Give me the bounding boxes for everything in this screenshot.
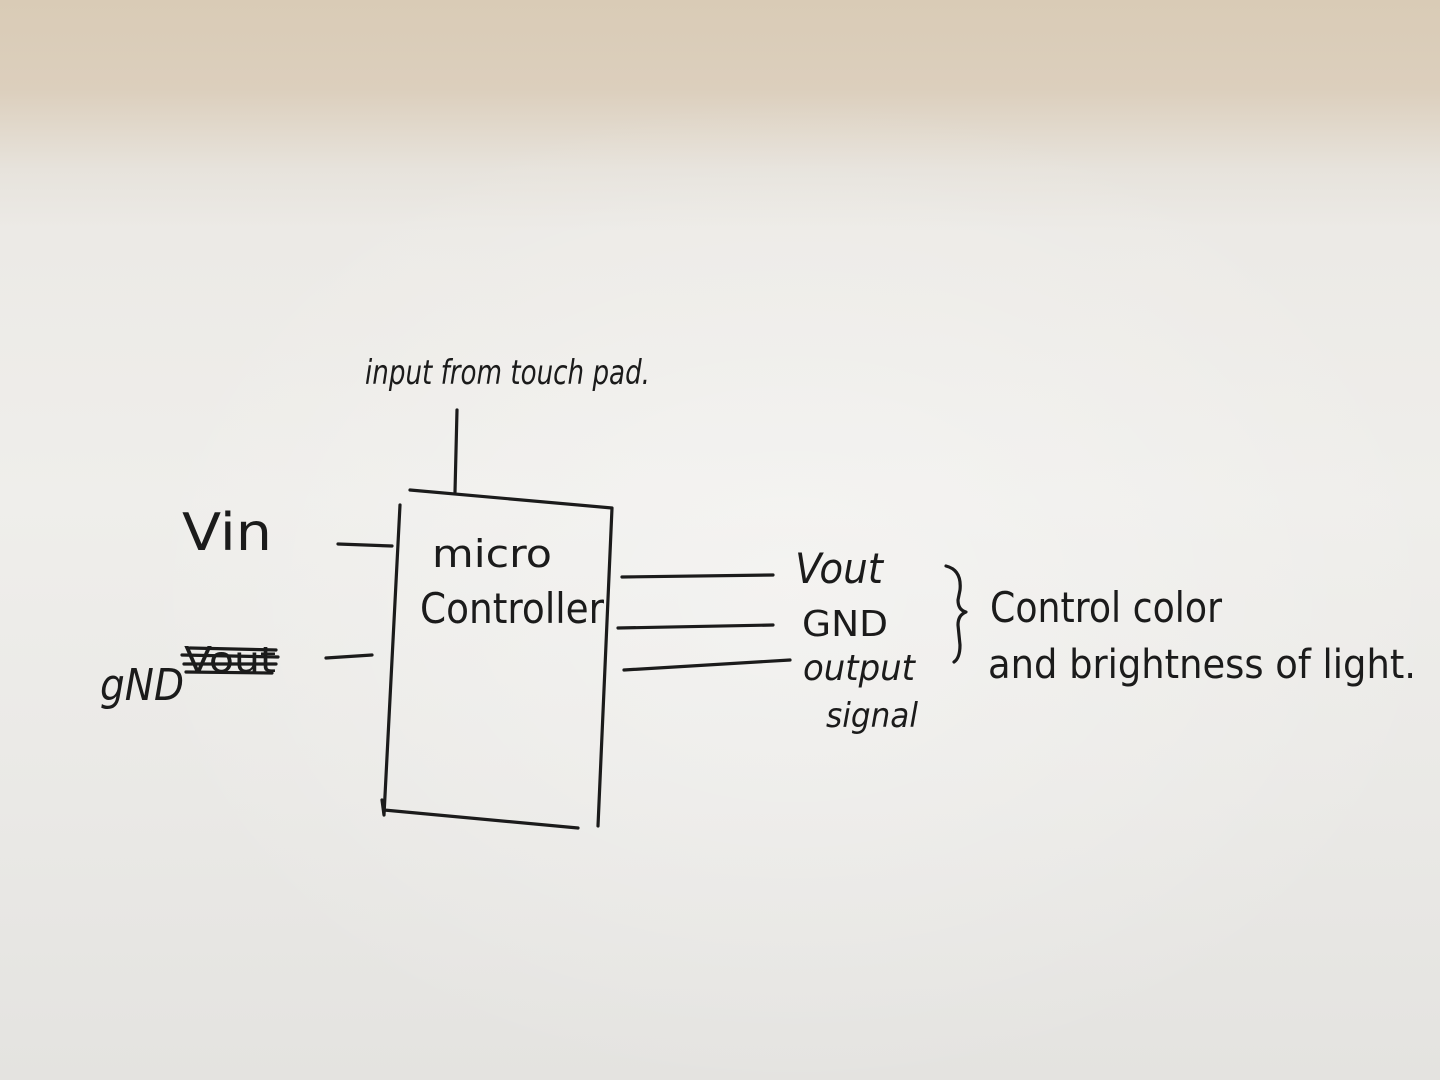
output-signal-line [622, 658, 792, 672]
vout-label: Vout [795, 544, 884, 593]
output-label: output [803, 648, 917, 689]
strikethrough-scribble [180, 646, 280, 675]
vin-line [336, 542, 394, 548]
note-line-1: Control color [990, 583, 1223, 632]
gnd-right-label: GND [802, 604, 888, 645]
vin-label: Vin [182, 503, 272, 563]
gnd-left-line [324, 653, 374, 660]
crossed-out-word: Vout [180, 640, 280, 681]
gnd-right-line [616, 623, 775, 630]
vout-line [620, 573, 775, 579]
block-label-micro: micro [432, 532, 552, 576]
block-label-controller: Controller [420, 584, 605, 633]
signal-label: signal [826, 696, 919, 736]
gnd-left-label: gND [100, 660, 184, 711]
note-line-2: and brightness of light. [988, 642, 1416, 688]
grouping-brace [944, 564, 968, 664]
touch-input-line [453, 408, 459, 494]
microcontroller-block [380, 488, 614, 830]
input-label: input from touch pad. [365, 353, 650, 393]
crossed-out-text: Vout [184, 640, 276, 681]
